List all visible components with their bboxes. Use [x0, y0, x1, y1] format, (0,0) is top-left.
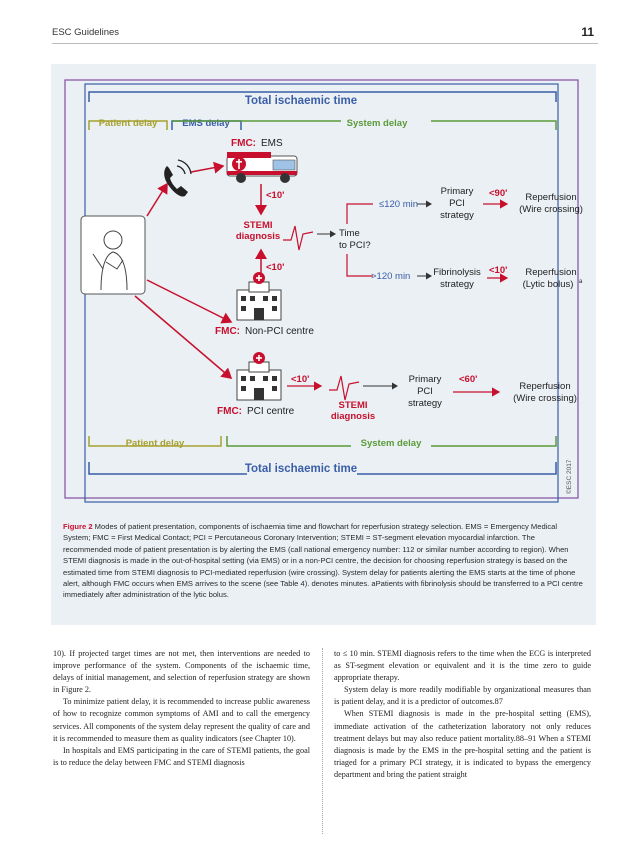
gt120-label: >120 min — [371, 271, 410, 282]
page-number: 11 — [581, 25, 594, 39]
fmc-pci-prefix: FMC: — [217, 406, 242, 417]
body-paragraph: In hospitals and EMS participating in th… — [53, 745, 310, 767]
fmc-ems-text: EMS — [261, 138, 283, 149]
body-paragraph: to ≤ 10 min. STEMI diagnosis refers to t… — [334, 649, 591, 683]
caption-label: Figure 2 — [63, 522, 93, 531]
primary-pci-a-2: PCI — [449, 198, 465, 209]
branch-lower — [346, 254, 373, 277]
reperf-c-2: (Wire crossing) — [513, 393, 577, 404]
lt10-d: <10' — [291, 374, 309, 385]
hospital-icon-pci — [236, 352, 282, 401]
body-column-right: to ≤ 10 min. STEMI diagnosis refers to t… — [334, 648, 591, 781]
fibrinolysis-2: strategy — [440, 279, 474, 290]
outer-frame — [64, 79, 579, 499]
time-to-pci-1: Time — [339, 228, 360, 239]
top-system-delay: System delay — [347, 118, 408, 129]
lt10-c: <10' — [489, 265, 507, 276]
fmc-nonpci-text: Non-PCI centre — [245, 326, 314, 337]
fmc-ems-prefix: FMC: — [231, 138, 256, 149]
arrow-phone-ems — [190, 161, 225, 174]
top-ems-delay: EMS delay — [182, 118, 230, 129]
body-paragraph: 10). If projected target times are not m… — [53, 649, 310, 695]
le120-label: ≤120 min — [379, 199, 418, 210]
bottom-total-title: Total ischaemic time — [245, 463, 357, 475]
primary-pci-a-1: Primary — [441, 186, 474, 197]
ecg-wave-1 — [283, 225, 314, 251]
flowchart-diagram: Total ischaemic time Patient delay EMS d… — [64, 79, 583, 503]
lt90-label: <90' — [489, 188, 507, 199]
top-total-title: Total ischaemic time — [245, 95, 357, 107]
fibrinolysis-1: Fibrinolysis — [433, 267, 481, 278]
column-divider — [322, 648, 323, 834]
ambulance-icon — [226, 152, 298, 183]
lt10-b: <10' — [266, 262, 284, 273]
primary-pci-b-3: strategy — [408, 398, 442, 409]
lt10-a: <10' — [266, 190, 284, 201]
body-paragraph: To minimize patient delay, it is recomme… — [53, 697, 310, 743]
body-paragraph: System delay is more readily modifiable … — [334, 685, 591, 707]
copyright-mark: ©ESC 2017 — [565, 459, 573, 494]
body-paragraph: When STEMI diagnosis is made in the pre-… — [334, 709, 591, 779]
caption-text: Modes of patient presentation, component… — [63, 522, 583, 600]
diagnosis-label-2: diagnosis — [331, 411, 375, 422]
branch-upper — [346, 203, 373, 224]
page-header: ESC Guidelines 11 — [0, 0, 638, 48]
arrow-patient-nonpci — [146, 279, 233, 324]
time-to-pci-2: to PCI? — [339, 240, 371, 251]
stemi-label-2: STEMI — [338, 400, 367, 411]
arrow-patient-phone — [146, 182, 168, 217]
reperf-a-1: Reperfusion — [525, 192, 576, 203]
arrow-patient-pci — [134, 295, 233, 379]
top-total-bracket — [88, 91, 557, 102]
phone-icon — [164, 159, 192, 197]
label-bg — [341, 116, 431, 128]
label-bg — [351, 437, 431, 449]
primary-pci-b-1: Primary — [409, 374, 442, 385]
lt60-label: <60' — [459, 374, 477, 385]
patient-illustration — [80, 215, 146, 295]
running-title: ESC Guidelines — [52, 27, 120, 38]
reperf-b-1: Reperfusion — [525, 267, 576, 278]
reperf-a-2: (Wire crossing) — [519, 204, 583, 215]
reperf-b-sup: a — [579, 279, 583, 285]
top-patient-delay: Patient delay — [99, 118, 158, 129]
fmc-pci-text: PCI centre — [247, 406, 295, 417]
top-system-bracket — [172, 120, 557, 130]
body-column-left: 10). If projected target times are not m… — [53, 648, 310, 769]
bottom-patient-bracket — [88, 436, 222, 447]
label-bg — [247, 462, 357, 476]
reperf-b-2: (Lytic bolus) — [523, 279, 574, 290]
figure-panel: Total ischaemic time Patient delay EMS d… — [51, 64, 596, 625]
bottom-system-delay: System delay — [361, 438, 422, 449]
reperf-c-1: Reperfusion — [519, 381, 570, 392]
primary-pci-a-3: strategy — [440, 210, 474, 221]
figure-caption: Figure 2 Modes of patient presentation, … — [63, 521, 585, 601]
primary-pci-b-2: PCI — [417, 386, 433, 397]
hospital-icon-nonpci — [236, 272, 282, 321]
ecg-wave-2 — [329, 375, 360, 401]
fmc-nonpci-prefix: FMC: — [215, 326, 240, 337]
stemi-label-1: STEMI — [243, 220, 272, 231]
top-patient-bracket — [88, 120, 168, 130]
bottom-patient-delay: Patient delay — [126, 438, 185, 449]
diagnosis-label-1: diagnosis — [236, 231, 280, 242]
header-rule — [52, 43, 598, 44]
